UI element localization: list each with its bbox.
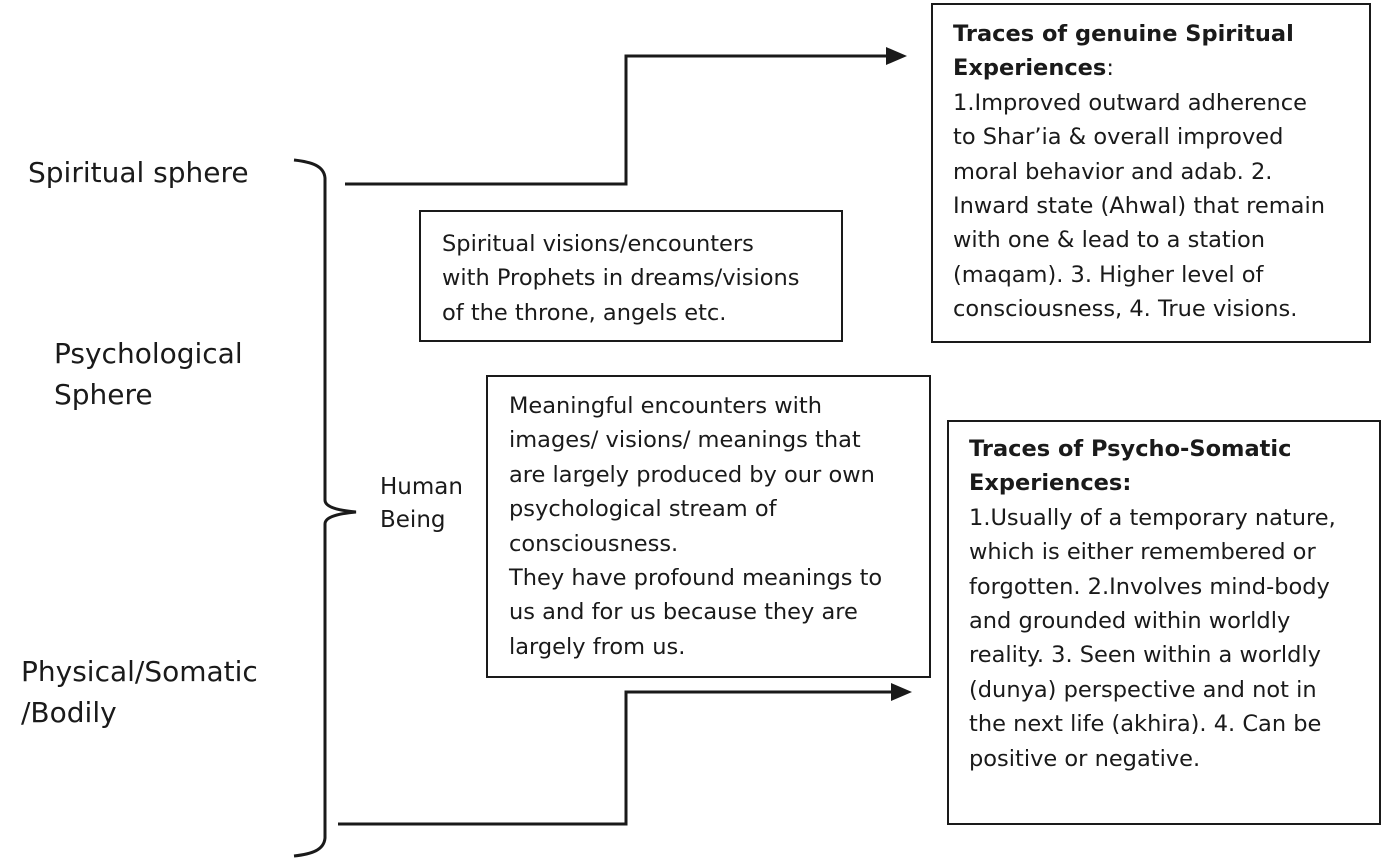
box-title-line: Experiences: (969, 470, 1132, 497)
spiritual-visions-text: Spiritual visions/encounters with Prophe… (442, 227, 800, 330)
lower-arrow-head (891, 683, 912, 701)
spiritual-traces-box: Traces of genuine Spiritual Experiences:… (931, 3, 1371, 343)
box-line: They have profound meanings to (509, 565, 883, 592)
box-line: consciousness, 4. True visions. (953, 296, 1298, 323)
physical-sphere-line: /Bodily (21, 696, 117, 729)
box-line: forgotten. 2.Involves mind-body (969, 573, 1330, 600)
human-being-label: Human Being (380, 471, 463, 537)
box-line: 1.Usually of a temporary nature, (969, 504, 1336, 531)
box-line: us and for us because they are (509, 599, 858, 626)
psychological-encounters-text: Meaningful encounters with images/ visio… (509, 389, 882, 664)
human-being-brace (293, 158, 357, 858)
human-being-line: Human (380, 474, 463, 500)
spiritual-traces-text: Traces of genuine Spiritual Experiences:… (953, 17, 1325, 327)
spiritual-sphere-label: Spiritual sphere (28, 152, 249, 193)
box-line: to Shar’ia & overall improved (953, 124, 1284, 151)
psychological-sphere-line: Psychological (54, 337, 243, 370)
box-line: with Prophets in dreams/visions (442, 265, 800, 292)
box-line: (maqam). 3. Higher level of (953, 261, 1264, 288)
box-line: the next life (akhira). 4. Can be (969, 711, 1322, 738)
spiritual-visions-box: Spiritual visions/encounters with Prophe… (419, 210, 843, 342)
physical-sphere-line: Physical/Somatic (21, 655, 258, 688)
box-line: (dunya) perspective and not in (969, 676, 1317, 703)
box-line: consciousness. (509, 530, 679, 557)
physical-sphere-label: Physical/Somatic /Bodily (21, 651, 258, 733)
box-line: psychological stream of (509, 496, 777, 523)
box-line: with one & lead to a station (953, 227, 1266, 254)
box-line: Meaningful encounters with (509, 393, 822, 419)
upper-connector-line (345, 54, 888, 186)
box-title-line: Traces of genuine Spiritual (953, 21, 1294, 47)
box-line: largely from us. (509, 633, 686, 660)
box-title-line: Traces of Psycho-Somatic (969, 436, 1292, 462)
box-line: moral behavior and adab. 2. (953, 158, 1273, 185)
psychosomatic-traces-text: Traces of Psycho-Somatic Experiences: 1.… (969, 432, 1336, 776)
box-line: images/ visions/ meanings that (509, 427, 861, 454)
psychosomatic-traces-box: Traces of Psycho-Somatic Experiences: 1.… (947, 420, 1381, 825)
spiritual-sphere-text: Spiritual sphere (28, 156, 249, 189)
box-line: reality. 3. Seen within a worldly (969, 642, 1321, 669)
psychological-sphere-label: Psychological Sphere (54, 333, 243, 415)
box-line: Inward state (Ahwal) that remain (953, 193, 1325, 220)
box-line: and grounded within worldly (969, 608, 1291, 635)
box-line: of the throne, angels etc. (442, 299, 727, 326)
box-line: are largely produced by our own (509, 461, 875, 488)
box-line: positive or negative. (969, 745, 1201, 772)
box-title-colon: : (1106, 55, 1114, 82)
box-title-line: Experiences: (953, 51, 1325, 85)
box-title-word: Experiences (953, 55, 1107, 82)
upper-arrow-head (886, 47, 907, 65)
psychological-encounters-box: Meaningful encounters with images/ visio… (486, 375, 931, 678)
box-line: Spiritual visions/encounters (442, 231, 754, 257)
box-line: 1.Improved outward adherence (953, 89, 1307, 116)
psychological-sphere-line: Sphere (54, 378, 153, 411)
human-being-line: Being (380, 507, 446, 533)
box-line: which is either remembered or (969, 539, 1316, 566)
lower-connector-line (338, 690, 893, 826)
